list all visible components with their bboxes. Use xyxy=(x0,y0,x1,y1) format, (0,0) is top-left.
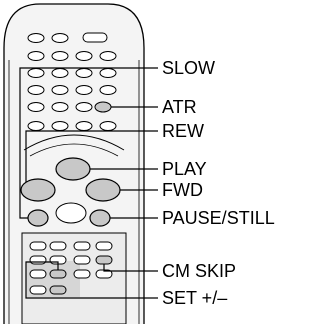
atr-label: ATR xyxy=(162,98,197,116)
set-plus-button xyxy=(50,270,66,278)
play-button xyxy=(56,158,90,180)
set-minus-button xyxy=(50,286,66,294)
fwd-label: FWD xyxy=(162,181,203,199)
slow-label: SLOW xyxy=(162,59,215,77)
atr-button xyxy=(95,102,111,112)
play-label: PLAY xyxy=(162,160,207,178)
slow-button xyxy=(28,210,48,226)
fwd-button xyxy=(86,179,120,201)
pause-still-label: PAUSE/STILL xyxy=(162,209,275,227)
set-label: SET +/– xyxy=(162,289,227,307)
rew-button xyxy=(21,179,55,201)
rew-label: REW xyxy=(162,122,204,140)
cm-skip-button xyxy=(96,256,112,264)
center-button xyxy=(56,203,86,223)
cm-skip-label: CM SKIP xyxy=(162,262,236,280)
pause-still-button xyxy=(90,210,110,226)
